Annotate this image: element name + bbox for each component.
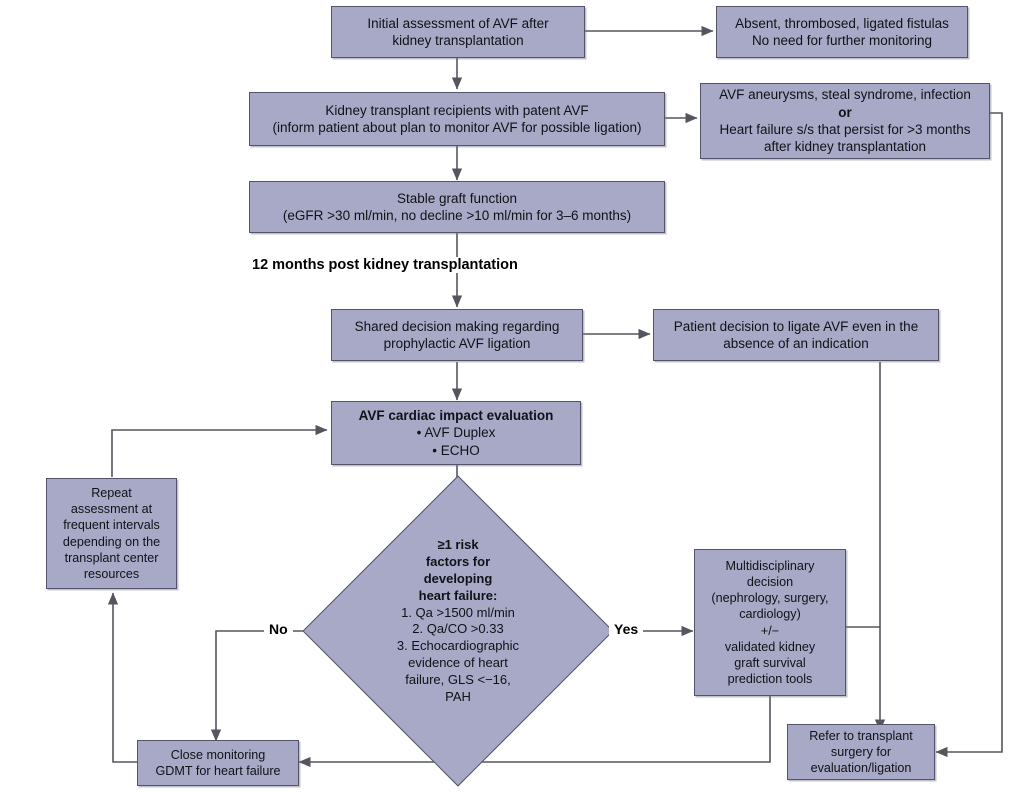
node-close-monitoring[interactable]: Close monitoring GDMT for heart failure — [137, 740, 299, 786]
node-complications[interactable]: AVF aneurysms, steal syndrome, infection… — [700, 83, 990, 159]
multidisciplinary-line1: Multidisciplinary — [725, 559, 815, 574]
edge-label-yes: Yes — [609, 621, 644, 637]
multidisciplinary-line5: +/− — [760, 623, 780, 638]
node-absent-fistulas-line2: No need for further monitoring — [751, 33, 933, 48]
edge-complications-to-refer — [935, 112, 1003, 758]
risk-diamond-item6: PAH — [445, 689, 471, 705]
node-patent-avf-line2: (inform patient about plan to monitor AV… — [272, 120, 642, 135]
node-initial-assessment-line1: Initial assessment of AVF after — [367, 15, 549, 31]
node-repeat-assessment-line2: assessment at — [70, 502, 153, 517]
multidisciplinary-line6: validated kidney — [724, 639, 816, 654]
node-cardiac-evaluation[interactable]: AVF cardiac impact evaluation • AVF Dupl… — [331, 401, 581, 465]
multidisciplinary-line3: (nephrology, surgery, — [711, 591, 829, 606]
node-risk-diamond-text: ≥1 risk factors for developing heart fai… — [343, 537, 573, 706]
risk-diamond-item4: evidence of heart — [408, 655, 508, 671]
node-repeat-assessment-line1: Repeat — [91, 486, 132, 501]
node-refer-surgery[interactable]: Refer to transplant surgery for evaluati… — [787, 724, 935, 780]
risk-diamond-heading4: heart failure: — [418, 587, 498, 603]
multidisciplinary-line4: cardiology) — [739, 607, 801, 622]
close-monitoring-line1: Close monitoring — [170, 747, 266, 762]
node-patient-decision-line1: Patient decision to ligate AVF even in t… — [673, 318, 919, 334]
node-multidisciplinary-decision[interactable]: Multidisciplinary decision (nephrology, … — [694, 549, 846, 696]
edge-close-monitoring-to-repeat — [107, 592, 137, 763]
node-shared-decision-line2: prophylactic AVF ligation — [383, 336, 531, 351]
node-cardiac-evaluation-heading: AVF cardiac impact evaluation — [358, 408, 554, 424]
node-repeat-assessment[interactable]: Repeat assessment at frequent intervals … — [46, 478, 177, 589]
risk-diamond-item5: failure, GLS <−16, — [405, 672, 511, 688]
node-stable-graft-line2: (eGFR >30 ml/min, no decline >10 ml/min … — [282, 208, 632, 223]
risk-diamond-heading1: ≥1 risk — [437, 537, 479, 552]
refer-surgery-line2: surgery for — [830, 744, 892, 759]
node-complications-or: or — [838, 104, 852, 120]
node-stable-graft-line1: Stable graft function — [396, 190, 518, 206]
node-patient-decision[interactable]: Patient decision to ligate AVF even in t… — [653, 309, 939, 361]
node-repeat-assessment-line5: transplant center — [64, 550, 159, 565]
node-patent-avf-line1: Kidney transplant recipients with patent… — [325, 102, 589, 118]
edge-repeat-to-cardiac — [111, 424, 328, 477]
edge-label-twelve-months: 12 months post kidney transplantation — [246, 257, 524, 273]
node-initial-assessment-line2: kidney transplantation — [392, 33, 524, 48]
multidisciplinary-line2: decision — [746, 575, 794, 590]
node-repeat-assessment-line4: depending on the — [62, 534, 161, 549]
node-repeat-assessment-line3: frequent intervals — [63, 518, 160, 533]
node-shared-decision[interactable]: Shared decision making regarding prophyl… — [331, 309, 583, 361]
node-complications-line3: Heart failure s/s that persist for >3 mo… — [719, 122, 971, 137]
multidisciplinary-line7: graft survival — [734, 655, 806, 670]
node-complications-line4: after kidney transplantation — [763, 139, 927, 155]
node-patient-decision-line2: absence of an indication — [723, 336, 869, 351]
node-shared-decision-line1: Shared decision making regarding — [354, 318, 560, 334]
node-initial-assessment[interactable]: Initial assessment of AVF after kidney t… — [331, 6, 585, 58]
risk-diamond-item2: 2. Qa/CO >0.33 — [412, 621, 504, 637]
node-patent-avf[interactable]: Kidney transplant recipients with patent… — [249, 92, 665, 146]
node-stable-graft[interactable]: Stable graft function (eGFR >30 ml/min, … — [249, 181, 665, 233]
node-cardiac-evaluation-bullet-echo: • ECHO — [432, 442, 480, 458]
multidisciplinary-line8: prediction tools — [727, 671, 813, 686]
close-monitoring-line2: GDMT for heart failure — [155, 764, 281, 778]
node-cardiac-evaluation-bullet-duplex: • AVF Duplex — [416, 425, 496, 441]
risk-diamond-heading2: factors for — [425, 553, 491, 569]
node-absent-fistulas-line1: Absent, thrombosed, ligated fistulas — [735, 15, 949, 31]
risk-diamond-heading3: developing — [423, 570, 493, 586]
edge-label-no: No — [264, 621, 293, 637]
refer-surgery-line1: Refer to transplant — [809, 728, 913, 743]
refer-surgery-line3: evaluation/ligation — [810, 761, 912, 776]
risk-diamond-item3: 3. Echocardiographic — [396, 638, 520, 654]
node-repeat-assessment-line6: resources — [83, 566, 140, 581]
risk-diamond-item1: 1. Qa >1500 ml/min — [401, 604, 515, 620]
node-complications-line1: AVF aneurysms, steal syndrome, infection — [719, 87, 971, 103]
node-absent-fistulas[interactable]: Absent, thrombosed, ligated fistulas No … — [716, 6, 968, 58]
